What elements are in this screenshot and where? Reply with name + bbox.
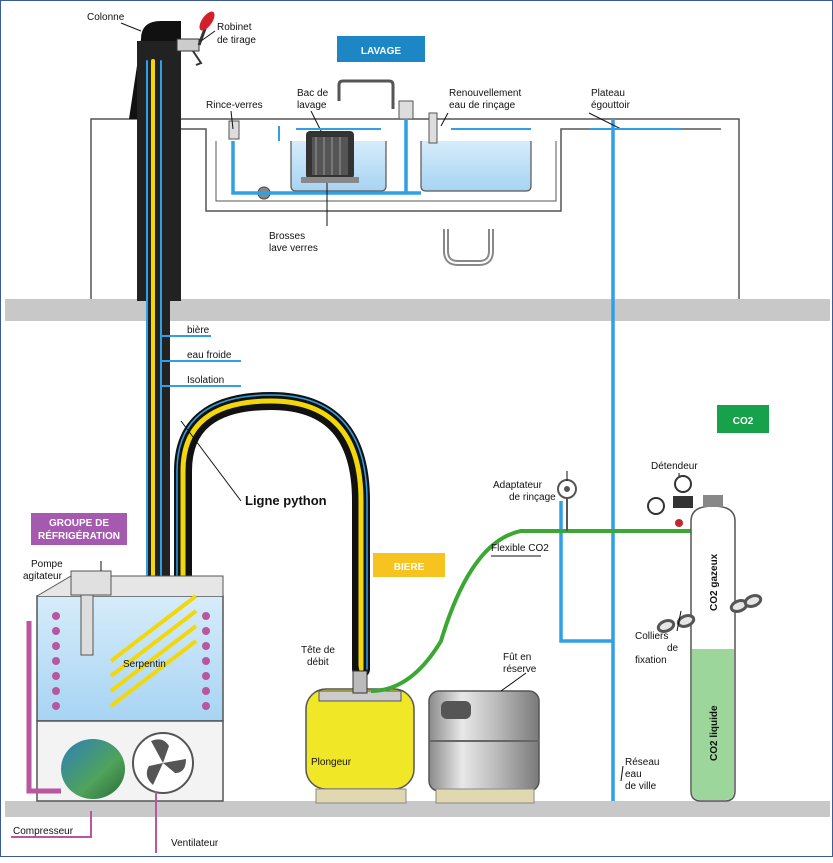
label-reseau-1: Réseau	[625, 757, 659, 768]
label-adaptateur-1: Adaptateur	[493, 480, 543, 491]
label-robinet-1: Robinet	[217, 22, 252, 33]
blue-leaders	[161, 126, 681, 387]
label-reseau-3: de ville	[625, 781, 657, 792]
label-ventilateur: Ventilateur	[171, 838, 219, 849]
label-ligne-python: Ligne python	[245, 493, 327, 508]
label-co2-liquide: CO2 liquide	[709, 705, 720, 761]
chain	[656, 594, 763, 633]
label-reseau-2: eau	[625, 769, 642, 780]
tap-handle	[176, 11, 215, 66]
refrigeration-group	[26, 570, 224, 802]
label-fut-1: Fût en	[503, 652, 531, 663]
label-brosses-1: Brosses	[269, 231, 305, 242]
badge-co2: CO2	[717, 405, 769, 433]
label-brosses-2: lave verres	[269, 243, 318, 254]
labels: Colonne Robinet de tirage Rince-verres B…	[13, 12, 720, 849]
label-renouvellement-1: Renouvellement	[449, 88, 521, 99]
beer-column	[129, 21, 181, 601]
label-tete-2: débit	[307, 657, 329, 668]
svg-text:CO2: CO2	[733, 416, 754, 427]
label-bac-2: lavage	[297, 100, 327, 111]
label-colliers-2: de	[667, 643, 679, 654]
co2-cylinder	[647, 475, 763, 802]
wash-faucet	[337, 79, 395, 109]
label-tete-1: Tête de	[301, 645, 335, 656]
svg-text:LAVAGE: LAVAGE	[361, 46, 402, 57]
label-flexible: Flexible CO2	[491, 543, 549, 554]
agitator-shaft	[80, 594, 94, 656]
label-plateau-2: égouttoir	[591, 100, 631, 111]
agitator-motor	[70, 570, 112, 596]
python-line	[146, 59, 370, 678]
badge-biere: BIERE	[373, 553, 445, 577]
badge-lavage: LAVAGE	[337, 36, 425, 62]
reserve-keg	[428, 690, 540, 804]
label-bac-1: Bac de	[297, 88, 329, 99]
serpentin-coil	[109, 594, 198, 708]
svg-text:RÉFRIGÉRATION: RÉFRIGÉRATION	[38, 529, 120, 542]
glass-rinser	[228, 120, 240, 140]
gauge-right	[674, 475, 692, 493]
counter-floor	[5, 299, 830, 321]
label-rince-verres: Rince-verres	[206, 100, 263, 111]
label-fut-2: réserve	[503, 664, 537, 675]
active-keg	[305, 670, 415, 804]
bar-counter	[5, 118, 830, 817]
label-plateau-1: Plateau	[591, 88, 625, 99]
compressor	[61, 739, 125, 799]
cellar-floor	[5, 801, 830, 817]
label-serpentin: Serpentin	[123, 659, 166, 670]
gauge-left	[647, 497, 665, 515]
label-eau-froide: eau froide	[187, 350, 232, 361]
label-detendeur: Détendeur	[651, 461, 698, 472]
label-plongeur: Plongeur	[311, 757, 352, 768]
co2-flex-line	[370, 529, 691, 693]
washing-station	[181, 79, 721, 266]
label-colliers-1: Colliers	[635, 631, 668, 642]
label-pompe-1: Pompe	[31, 559, 63, 570]
label-biere: bière	[187, 325, 210, 336]
rinse-basin	[420, 141, 532, 192]
svg-text:GROUPE DE: GROUPE DE	[49, 518, 109, 529]
label-colonne: Colonne	[87, 12, 125, 23]
label-adaptateur-2: de rinçage	[509, 492, 556, 503]
label-renouvellement-2: eau de rinçage	[449, 100, 516, 111]
tap-head	[352, 670, 368, 694]
label-robinet-2: de tirage	[217, 35, 256, 46]
brushes	[301, 131, 359, 183]
label-isolation: Isolation	[187, 375, 224, 386]
badge-groupe: GROUPE DE RÉFRIGÉRATION	[31, 513, 127, 545]
label-co2-gazeux: CO2 gazeux	[709, 553, 720, 611]
label-compresseur: Compresseur	[13, 826, 74, 837]
water-lines	[231, 119, 615, 801]
label-pompe-2: agitateur	[23, 571, 63, 582]
svg-text:BIERE: BIERE	[394, 562, 425, 573]
label-colliers-3: fixation	[635, 655, 667, 666]
evaporator-coils	[52, 612, 210, 710]
